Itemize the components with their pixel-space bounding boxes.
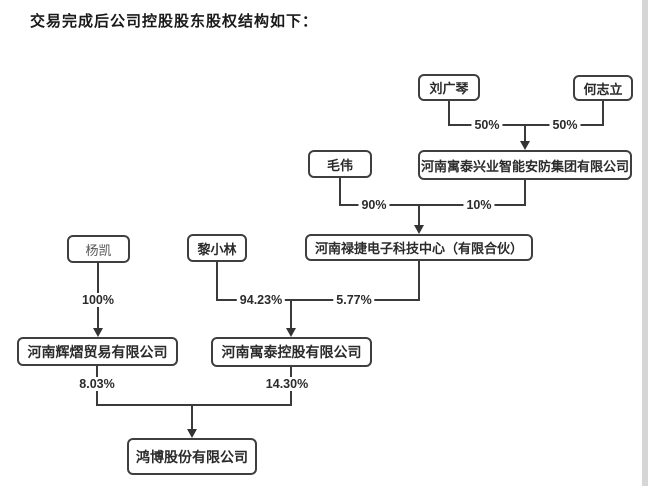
- arrow-down-icon: [93, 328, 103, 337]
- ownership-percentage-label: 5.77%: [333, 293, 375, 307]
- node-hongbo-shares: 鸿博股份有限公司: [127, 438, 257, 475]
- connector-line: [290, 299, 292, 328]
- node-yutai-holding: 河南寓泰控股有限公司: [211, 337, 372, 367]
- arrow-down-icon: [414, 225, 424, 234]
- connector-line: [191, 404, 193, 429]
- arrow-down-icon: [520, 141, 530, 150]
- connector-line: [418, 260, 420, 300]
- connector-line: [216, 299, 420, 301]
- node-he-zhili: 何志立: [573, 75, 633, 101]
- ownership-percentage-label: 100%: [79, 293, 117, 307]
- ownership-percentage-label: 50%: [471, 118, 503, 132]
- ownership-percentage-label: 90%: [358, 198, 390, 212]
- right-edge-strip: [642, 0, 648, 486]
- connector-line: [339, 178, 341, 205]
- ownership-percentage-label: 50%: [549, 118, 581, 132]
- arrow-down-icon: [286, 328, 296, 337]
- page-title: 交易完成后公司控股股东股权结构如下：: [30, 14, 319, 30]
- node-lujie-center: 河南禄捷电子科技中心（有限合伙）: [305, 234, 533, 261]
- connector-line: [524, 180, 526, 206]
- node-li-xiaolin: 黎小林: [187, 234, 247, 262]
- node-mao-wei: 毛伟: [308, 150, 372, 178]
- node-liu-guangqin: 刘广琴: [418, 74, 480, 101]
- connector-line: [448, 100, 450, 125]
- ownership-percentage-label: 14.30%: [262, 377, 312, 391]
- arrow-down-icon: [187, 429, 197, 438]
- connector-line: [524, 124, 526, 141]
- connector-line: [339, 204, 526, 206]
- connector-line: [448, 124, 604, 126]
- node-yang-kai: 杨凯: [67, 235, 130, 263]
- connector-line: [216, 262, 218, 300]
- connector-line: [96, 404, 292, 406]
- connector-line: [418, 204, 420, 225]
- connector-line: [602, 100, 604, 125]
- node-yutai-group: 河南寓泰兴业智能安防集团有限公司: [418, 150, 632, 180]
- ownership-percentage-label: 94.23%: [236, 293, 286, 307]
- node-huiyi-trading: 河南辉熠贸易有限公司: [17, 337, 178, 366]
- ownership-percentage-label: 8.03%: [76, 377, 118, 391]
- ownership-percentage-label: 10%: [463, 198, 495, 212]
